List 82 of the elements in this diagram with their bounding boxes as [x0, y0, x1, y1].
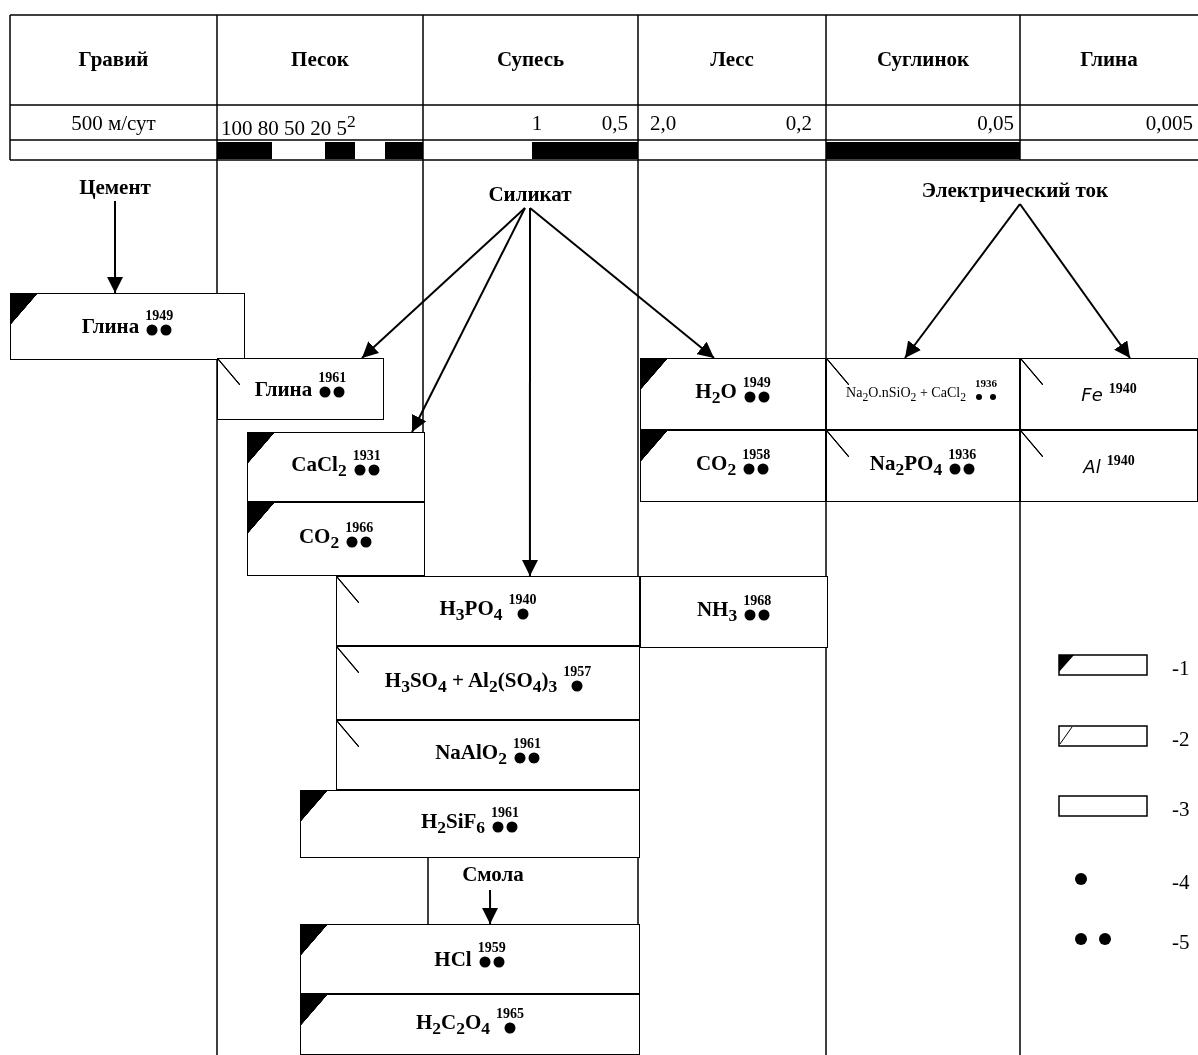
- year-label: 1949: [742, 375, 771, 391]
- year-label: 1940: [508, 592, 537, 608]
- formula-label: NH$_{3}$: [696, 597, 738, 627]
- method-box: [640, 576, 828, 648]
- method-label: Смола: [438, 862, 548, 887]
- arrow: [411, 207, 526, 433]
- legend-label: -1: [1172, 656, 1190, 680]
- value-label: 0,2: [784, 111, 812, 135]
- year-label: 1961: [491, 805, 520, 821]
- formula-label: Глина: [254, 376, 313, 402]
- value-label: 0,5: [600, 111, 628, 135]
- arrow: [482, 889, 499, 925]
- arrow: [521, 207, 538, 577]
- formula-label: HCl: [434, 946, 472, 972]
- year-label: 1931: [352, 448, 381, 464]
- year-label: 1959: [477, 940, 506, 956]
- method-box: [336, 720, 640, 790]
- formula-label: NaAlO$_{2}$: [435, 740, 507, 770]
- arrow: [360, 207, 526, 359]
- method-box: [640, 358, 826, 430]
- value-label: 100 80 50 20 5$^{2}$: [221, 110, 357, 140]
- column-header: Песок: [290, 47, 350, 71]
- method-box: [300, 994, 640, 1055]
- formula-label: CaCl$_{2}$: [291, 452, 347, 482]
- arrow: [529, 207, 716, 359]
- method-box: [1020, 358, 1198, 430]
- method-label: Цемент: [55, 175, 175, 200]
- formula-label: CO$_{2}$: [695, 451, 737, 481]
- year-label: 1965: [496, 1005, 525, 1022]
- method-label: Силикат: [470, 182, 590, 207]
- method-box: [336, 646, 640, 720]
- method-box: [1020, 430, 1198, 502]
- year-label: 1936: [974, 376, 997, 391]
- formula-label: Fe: [1081, 383, 1103, 405]
- method-box: [247, 502, 425, 576]
- method-label: Электрический ток: [885, 178, 1145, 203]
- arrow: [107, 200, 124, 294]
- formula-label: H$_{3}$PO$_{4}$: [439, 596, 503, 626]
- year-label: 1961: [318, 370, 347, 386]
- value-label: 0,005: [1144, 111, 1193, 135]
- column-header: Гравий: [77, 47, 150, 71]
- formula-label: CO$_{2}$: [298, 524, 340, 554]
- method-box: [826, 358, 1020, 430]
- formula-label: Na$_{2}$PO$_{4}$: [869, 451, 943, 481]
- method-box: [826, 430, 1020, 502]
- column-header: Супесь: [495, 47, 566, 71]
- formula-label: H$_{3}$SO$_{4}$ + Al$_{2}$(SO$_{4}$)$_{3}$: [384, 668, 558, 698]
- value-label: 500 м/сут: [70, 111, 157, 135]
- method-box: [640, 430, 826, 502]
- formula-label: H$_{2}$O: [695, 379, 737, 409]
- column-header: Лесс: [709, 47, 755, 71]
- legend-label: -5: [1172, 930, 1190, 954]
- method-box: [217, 358, 384, 420]
- year-label: 1940: [1108, 381, 1137, 397]
- arrow: [1018, 203, 1131, 359]
- method-box: [247, 432, 425, 502]
- legend-label: -3: [1172, 797, 1190, 821]
- year-label: 1966: [345, 520, 374, 536]
- method-box: [336, 576, 640, 646]
- value-label: 0,05: [976, 111, 1014, 135]
- year-label: 1958: [742, 447, 771, 463]
- column-header: Суглинок: [875, 47, 971, 71]
- year-label: 1961: [512, 736, 541, 752]
- legend-label: -4: [1172, 870, 1190, 894]
- value-label: 1: [530, 111, 544, 135]
- method-box: [300, 924, 640, 994]
- formula-label: Глина: [81, 314, 140, 339]
- year-label: 1949: [145, 307, 174, 324]
- year-label: 1957: [563, 664, 592, 680]
- method-box: [300, 790, 640, 858]
- method-box: [10, 293, 245, 360]
- year-label: 1940: [1106, 453, 1135, 469]
- year-label: 1936: [948, 447, 977, 463]
- formula-label: Na$_{2}$O.nSiO$_{2}$ + CaCl$_{2}$: [846, 384, 966, 404]
- year-label: 1968: [743, 593, 772, 609]
- column-header: Глина: [1079, 47, 1139, 71]
- value-label: 2,0: [650, 111, 678, 135]
- formula-label: H$_{2}$SiF$_{6}$: [420, 809, 486, 839]
- arrow: [903, 203, 1021, 359]
- legend-label: -2: [1172, 727, 1190, 751]
- formula-label: H$_{2}$C$_{2}$O$_{4}$: [415, 1009, 491, 1040]
- formula-label: Al: [1083, 455, 1101, 477]
